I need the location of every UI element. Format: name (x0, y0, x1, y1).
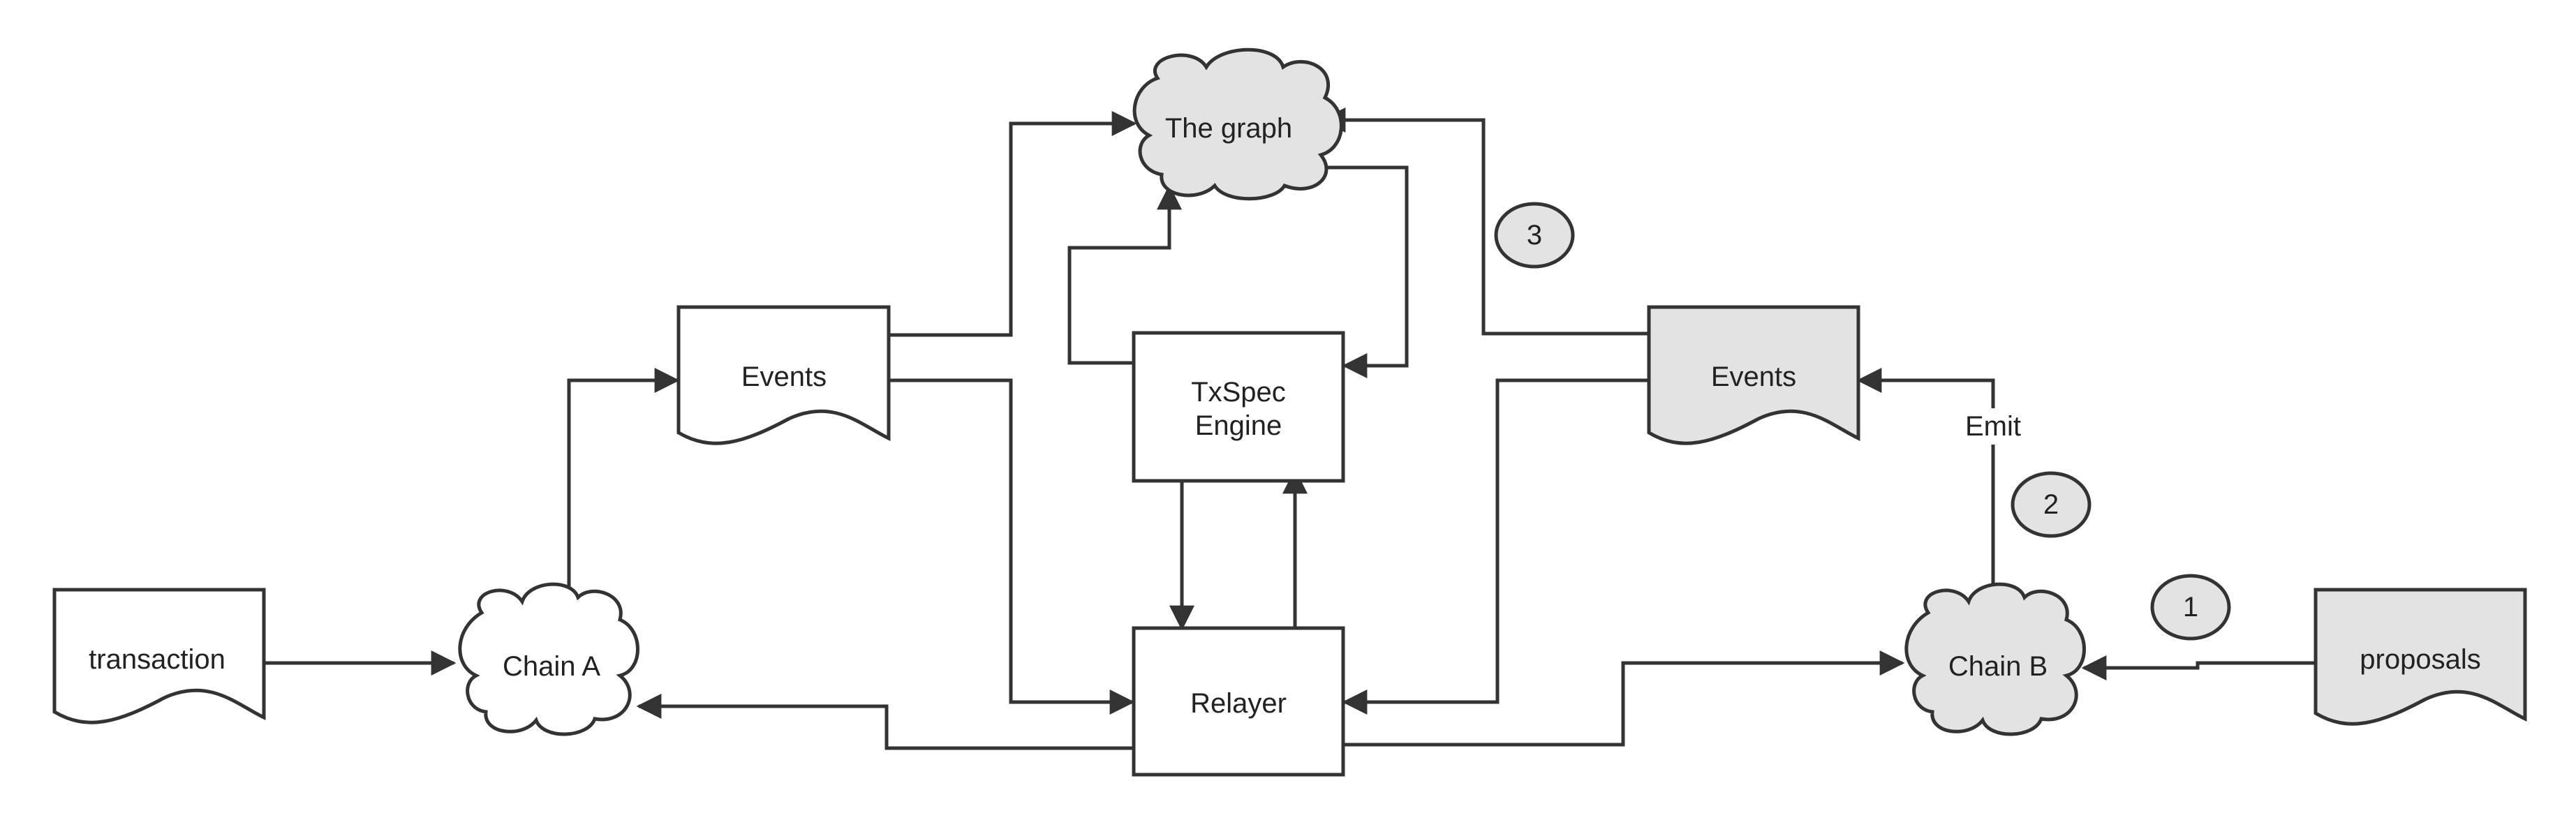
node-transaction: transaction (52, 588, 266, 724)
edges (264, 107, 2314, 750)
txspec-label-line2: Engine (1195, 410, 1282, 441)
node-proposals: proposals (2314, 588, 2527, 726)
edge-relayer-to-chain-a (636, 694, 1132, 750)
cloud-shape (1132, 47, 1343, 201)
edge-relayer-to-chain-b (1345, 650, 1905, 747)
document-shape (676, 305, 891, 445)
node-chain-a: Chain A (458, 582, 639, 736)
node-events-left: Events (676, 305, 891, 445)
edge-txspec-to-the-graph (1067, 184, 1182, 365)
step-marker-3: 3 (1494, 202, 1575, 269)
the-graph-label: The graph (1165, 113, 1292, 144)
edge-chain-b-to-events-right (1856, 368, 1995, 593)
chain-a-label: Chain A (503, 651, 600, 682)
step-marker-2: 2 (2011, 471, 2092, 538)
edge-chain-a-to-events-left (567, 368, 680, 592)
document-shape (52, 588, 266, 724)
node-relayer: Relayer (1132, 626, 1345, 777)
cloud-shape (1904, 582, 2086, 736)
relayer-label: Relayer (1190, 688, 1287, 719)
events-right-label: Events (1711, 362, 1796, 392)
emit-label-bg (1955, 408, 2031, 445)
document-shape (1647, 305, 1860, 445)
ellipse-shape (1494, 202, 1575, 269)
step-marker-1: 1 (2150, 574, 2231, 641)
node-events-right: Events (1647, 305, 1860, 445)
node-txspec-engine: TxSpec Engine (1132, 331, 1345, 483)
edge-proposals-to-chain-b (2081, 655, 2314, 680)
edge-events-right-to-the-graph (1320, 107, 1648, 336)
ellipse-shape (2150, 574, 2231, 641)
edge-events-right-to-relayer (1342, 378, 1648, 715)
rectangle-shape (1132, 331, 1345, 483)
node-the-graph: The graph (1132, 47, 1343, 201)
proposals-label: proposals (2360, 644, 2480, 675)
ellipse-shape (2011, 471, 2092, 538)
cloud-shape (458, 582, 639, 736)
edge-events-left-to-the-graph (890, 111, 1137, 337)
edge-events-left-to-relayer (890, 378, 1135, 715)
chain-b-label: Chain B (1948, 651, 2048, 682)
edge-the-graph-to-txspec (1312, 165, 1409, 378)
step-3-label: 3 (1527, 220, 1542, 251)
rectangle-shape (1132, 626, 1345, 777)
step-1-label: 1 (2183, 592, 2198, 623)
document-shape (2314, 588, 2527, 726)
events-left-label: Events (741, 362, 827, 392)
step-2-label: 2 (2043, 489, 2059, 520)
transaction-label: transaction (89, 644, 225, 675)
node-chain-b: Chain B (1904, 582, 2086, 736)
txspec-label-line1: TxSpec (1191, 377, 1286, 408)
edge-label-emit: Emit (1965, 411, 2021, 442)
